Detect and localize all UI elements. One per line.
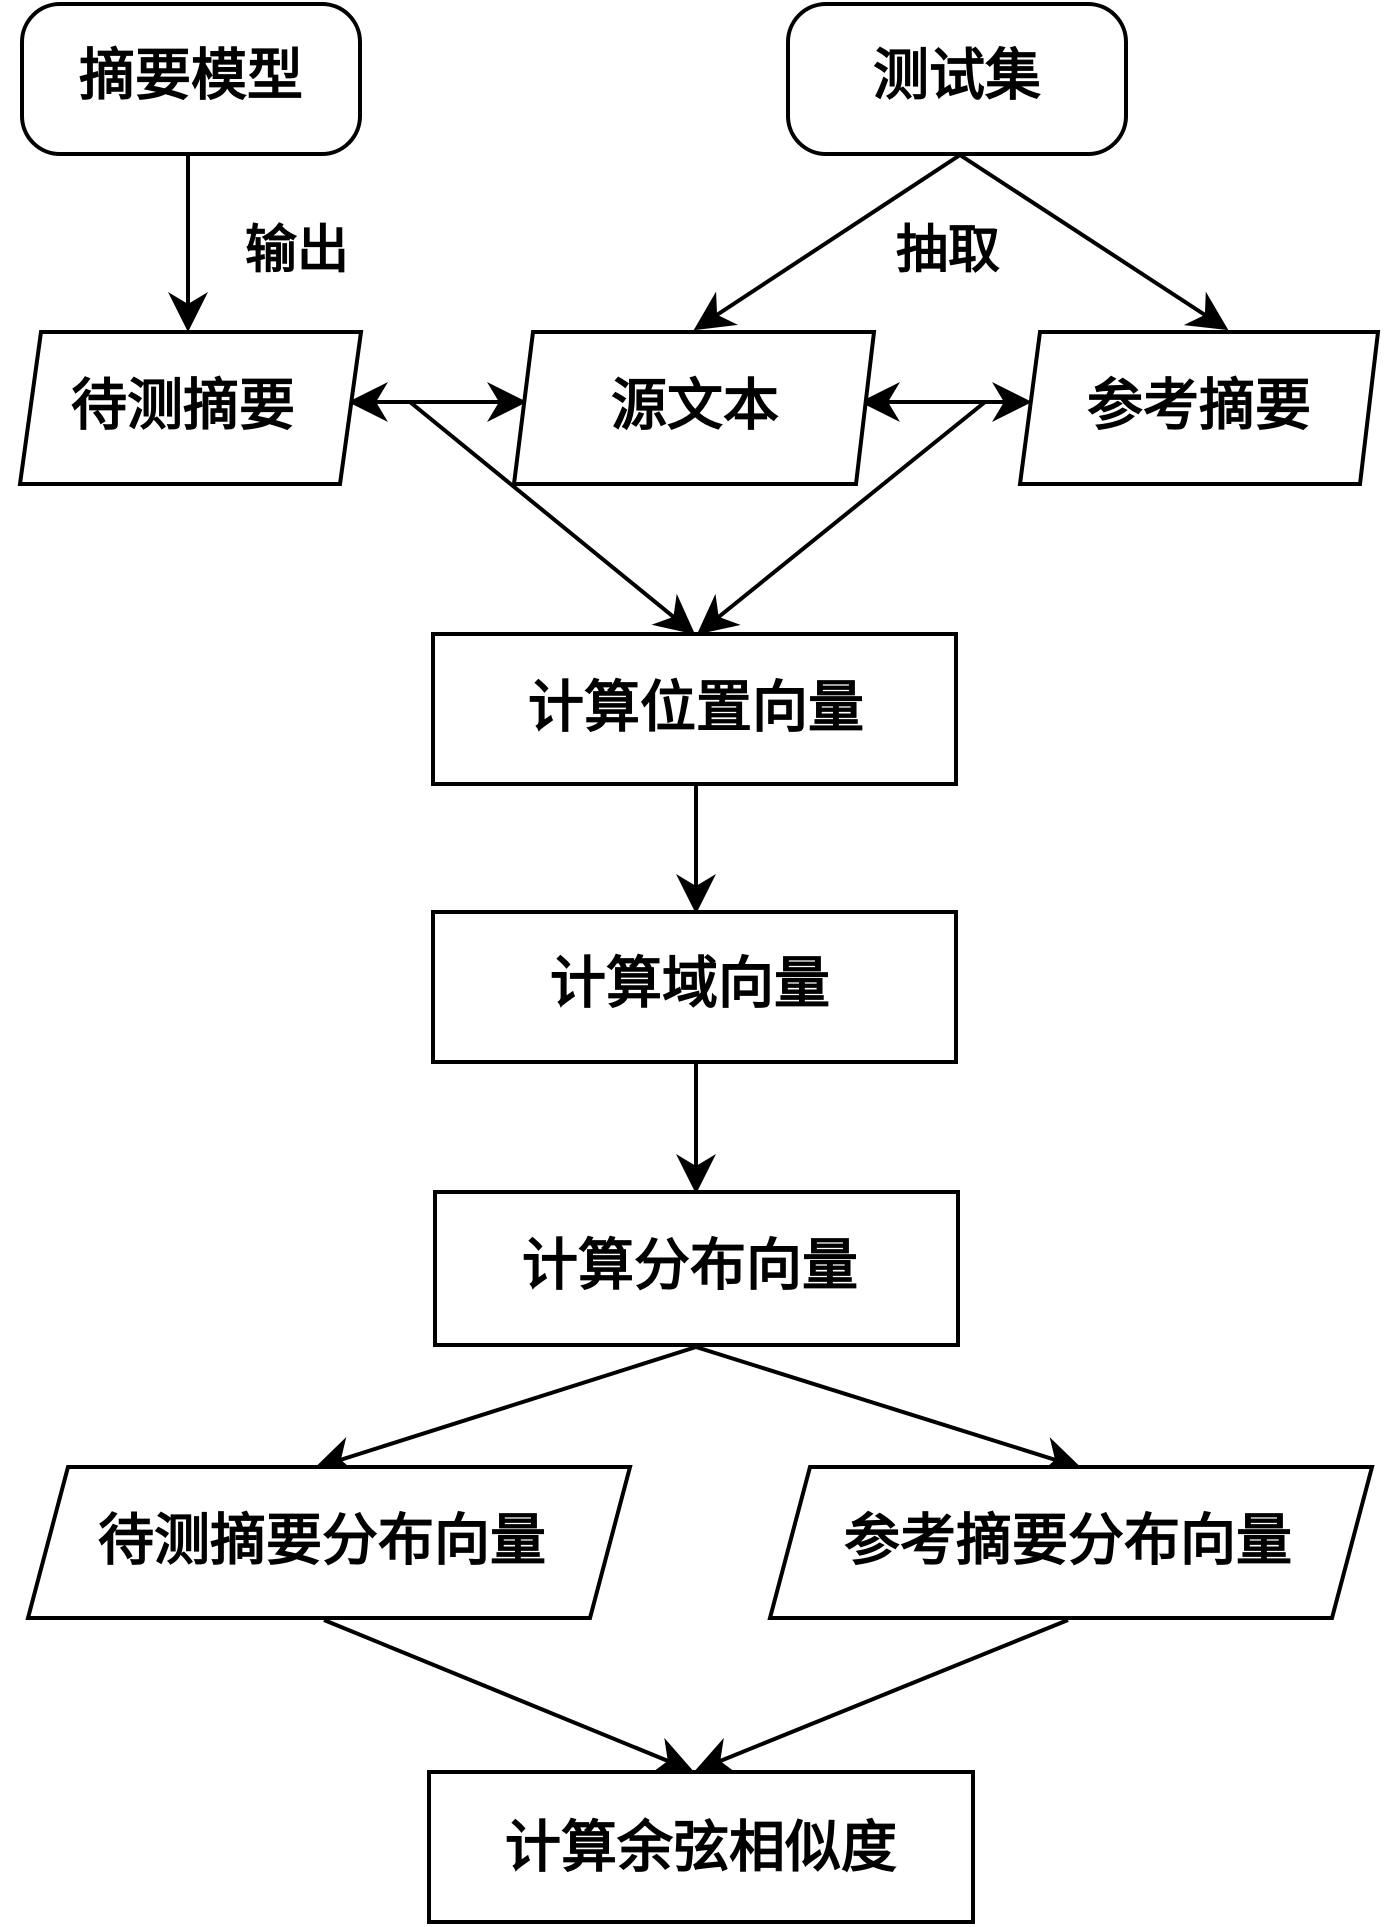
edge-label-extract: 抽取 [896, 220, 1000, 281]
edges [168, 153, 1229, 1776]
edge-distribution-to-candidate-vector [314, 1345, 697, 1476]
node-reference-summary: 参考摘要 [1017, 330, 1381, 486]
node-summary-model: 摘要模型 [20, 2, 362, 156]
node-reference-distribution-vector: 参考摘要分布向量 [767, 1465, 1375, 1620]
edge-reference-vector-to-cosine [694, 1618, 1069, 1776]
node-test-set: 测试集 [786, 2, 1128, 156]
node-source-text: 源文本 [511, 330, 877, 486]
node-source-text-label: 源文本 [611, 373, 779, 439]
edge-distribution-to-reference-vector [695, 1345, 1082, 1476]
node-compute-domain-vector-label: 计算域向量 [550, 951, 830, 1017]
edge-testset-to-reference [958, 153, 1229, 331]
node-summary-model-label: 摘要模型 [79, 43, 303, 109]
edge-label-output: 输出 [245, 220, 349, 281]
node-test-set-label: 测试集 [873, 43, 1041, 109]
node-reference-distribution-vector-label: 参考摘要分布向量 [844, 1508, 1292, 1574]
node-candidate-summary: 待测摘要 [17, 330, 364, 486]
node-candidate-distribution-vector: 待测摘要分布向量 [25, 1465, 633, 1620]
node-compute-distribution-vector-label: 计算分布向量 [522, 1233, 858, 1299]
node-compute-cosine-similarity: 计算余弦相似度 [427, 1770, 975, 1924]
node-compute-domain-vector: 计算域向量 [431, 910, 958, 1064]
node-compute-cosine-similarity-label: 计算余弦相似度 [505, 1815, 897, 1881]
node-candidate-summary-label: 待测摘要 [71, 373, 295, 439]
node-reference-summary-label: 参考摘要 [1087, 373, 1311, 439]
node-compute-position-vector: 计算位置向量 [431, 632, 958, 786]
node-compute-distribution-vector: 计算分布向量 [433, 1190, 960, 1347]
node-candidate-distribution-vector-label: 待测摘要分布向量 [98, 1508, 546, 1574]
edge-candidate-vector-to-cosine [323, 1618, 694, 1775]
node-compute-position-vector-label: 计算位置向量 [528, 675, 864, 741]
edge-right-pair-to-position [696, 400, 987, 635]
edge-left-pair-to-position [408, 400, 696, 635]
edge-testset-to-source [693, 153, 962, 331]
